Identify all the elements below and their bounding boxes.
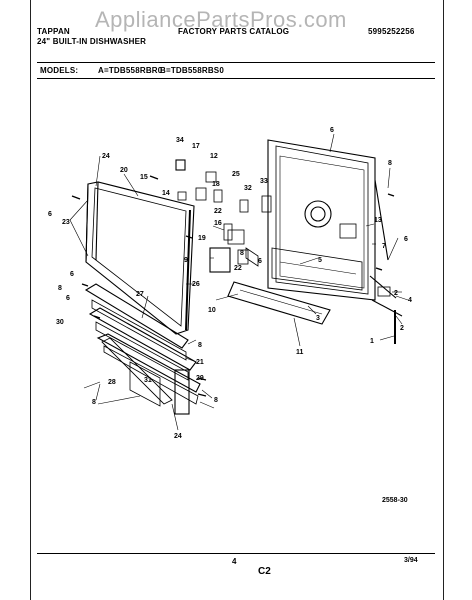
callout-15: 15 xyxy=(140,174,148,181)
header-rule-bottom xyxy=(37,78,435,79)
callout-6-center: 6 xyxy=(258,258,262,265)
brand-name: TAPPAN xyxy=(37,27,70,36)
model-a: A=TDB558RBR0 xyxy=(98,66,163,75)
callout-22: 22 xyxy=(214,208,222,215)
bracket-29 xyxy=(174,369,190,415)
drawing-number: 2558-30 xyxy=(382,497,408,504)
catalog-title: FACTORY PARTS CATALOG xyxy=(178,27,290,36)
callout-33: 33 xyxy=(260,178,268,185)
callout-31: 31 xyxy=(144,377,152,384)
callout-6-midleft: 6 xyxy=(70,271,74,278)
callout-8-center: 8 xyxy=(240,250,244,257)
trim-strip-lower xyxy=(96,333,201,393)
callout-4: 4 xyxy=(408,297,412,304)
section-code: C2 xyxy=(258,566,271,577)
callout-13: 13 xyxy=(374,217,382,224)
callout-6-right: 6 xyxy=(404,236,408,243)
header-rule-top xyxy=(37,62,435,63)
catalog-number: 5995252256 xyxy=(368,27,415,36)
callout-8-bottomright: 8 xyxy=(214,397,218,404)
callout-3: 3 xyxy=(316,315,320,322)
part-34 xyxy=(175,159,186,171)
callout-34: 34 xyxy=(176,137,184,144)
callout-10: 10 xyxy=(208,307,216,314)
callout-29: 29 xyxy=(196,375,204,382)
callout-6-left: 6 xyxy=(48,211,52,218)
callout-24-bottom: 24 xyxy=(174,433,182,440)
callout-8-trim: 8 xyxy=(198,342,202,349)
callout-20: 20 xyxy=(120,167,128,174)
callout-32: 32 xyxy=(244,185,252,192)
page-number: 4 xyxy=(232,557,237,566)
callout-8-right: 8 xyxy=(388,160,392,167)
model-b: B=TDB558RBS0 xyxy=(160,66,224,75)
callout-8-left: 8 xyxy=(58,285,62,292)
callout-9: 9 xyxy=(184,257,188,264)
inner-door-liner xyxy=(267,139,376,301)
dispenser-cup xyxy=(304,200,332,228)
callout-2-lower: 2 xyxy=(400,325,404,332)
product-title: 24" BUILT-IN DISHWASHER xyxy=(37,37,147,46)
latch-assembly xyxy=(209,247,231,273)
catalog-sheet xyxy=(30,0,444,600)
callout-25: 25 xyxy=(232,171,240,178)
watermark: AppliancePartsPros.com xyxy=(95,7,347,32)
callout-21: 21 xyxy=(196,359,204,366)
callout-8-bottom: 8 xyxy=(92,399,96,406)
callout-28: 28 xyxy=(108,379,116,386)
callout-24-top: 24 xyxy=(102,153,110,160)
callout-18: 18 xyxy=(212,181,220,188)
trim-strip-middle xyxy=(88,307,197,371)
callout-12: 12 xyxy=(210,153,218,160)
callout-1: 1 xyxy=(370,338,374,345)
door-bottom-strip xyxy=(227,281,331,325)
callout-16: 16 xyxy=(214,220,222,227)
callout-27: 27 xyxy=(136,291,144,298)
callout-6-lowerleft: 6 xyxy=(66,295,70,302)
callout-2-upper: 2 xyxy=(394,290,398,297)
callout-30: 30 xyxy=(56,319,64,326)
trim-strip-upper xyxy=(84,283,189,349)
revision-date: 3/94 xyxy=(404,557,418,564)
callout-11: 11 xyxy=(296,349,304,356)
footer-rule xyxy=(37,553,435,554)
callout-19: 19 xyxy=(198,235,206,242)
callout-14: 14 xyxy=(162,190,170,197)
models-label: MODELS: xyxy=(40,66,79,75)
callout-17: 17 xyxy=(192,143,200,150)
callout-23: 23 xyxy=(62,219,70,226)
callout-5: 5 xyxy=(318,257,322,264)
callout-26: 26 xyxy=(192,281,200,288)
callout-22-lower: 22 xyxy=(234,265,242,272)
callout-6-top: 6 xyxy=(330,127,334,134)
callout-7: 7 xyxy=(382,243,386,250)
